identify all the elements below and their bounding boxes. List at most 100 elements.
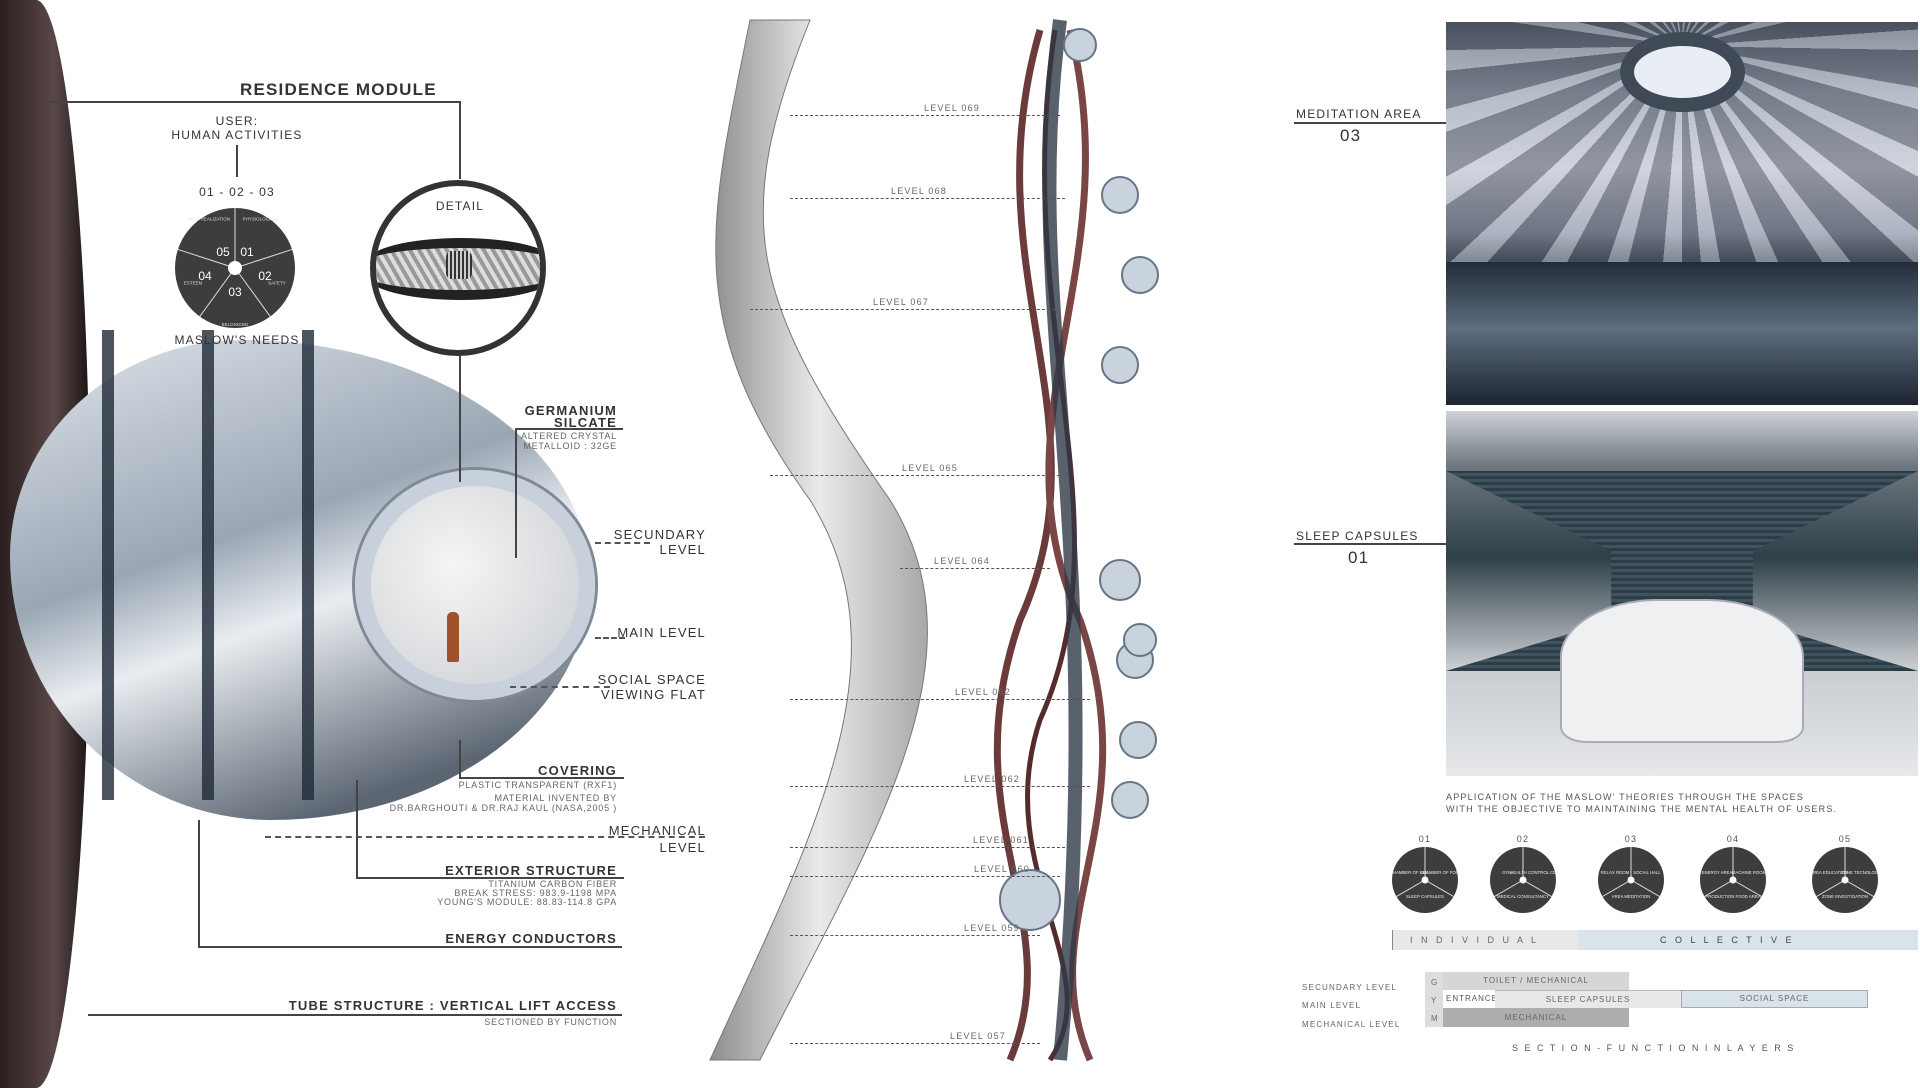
layer-key <box>1425 972 1443 1027</box>
pie-center <box>1421 876 1429 884</box>
level-label: LEVEL 069 <box>924 103 981 113</box>
sleep-capsules-image <box>1446 411 1918 776</box>
level-line <box>790 786 1090 787</box>
layer-social-space: SOCIAL SPACE <box>1681 990 1868 1008</box>
space-label: AREA MEDITATION <box>1612 894 1651 899</box>
connector-line <box>515 428 623 430</box>
level-label: LEVEL 064 <box>934 556 991 566</box>
layer-label-mechanical: MECHANICAL LEVEL <box>1302 1020 1401 1029</box>
space-label: GYM <box>1502 870 1512 875</box>
need-label: SELF REALIZATION <box>188 216 230 221</box>
collective-band <box>1578 930 1918 950</box>
covering-sub: DR.BARGHOUTI & DR.RAJ KAUL (NASA,2005 ) <box>389 803 617 813</box>
germanium-sub: ALTERED CRYSTAL <box>520 431 617 441</box>
person-figure <box>447 612 459 662</box>
mechanical-level-label: MECHANICAL <box>608 823 706 838</box>
space-label: HEALTH CONTROL CENTER <box>1510 870 1557 875</box>
group-number: 01 <box>1418 834 1432 844</box>
level-label: LEVEL 059 <box>964 923 1021 933</box>
dashed-line <box>595 542 650 544</box>
group-number: 04 <box>1726 834 1740 844</box>
layer-toilet: TOILET / MECHANICAL <box>1443 972 1629 990</box>
pie-slice-divider <box>1732 879 1762 897</box>
layer-entrance: ENTRANCE <box>1443 990 1497 1008</box>
layer-label-secondary: SECUNDARY LEVEL <box>1302 983 1398 992</box>
application-text: APPLICATION OF THE MASLOW' THEORIES THRO… <box>1446 792 1805 802</box>
exterior-structure-label: EXTERIOR STRUCTURE <box>445 863 617 878</box>
pie-center <box>1519 876 1527 884</box>
level-line <box>790 847 1070 848</box>
twisted-ribbon <box>709 19 928 1061</box>
individual-label: I N D I V I D U A L <box>1410 935 1540 945</box>
user-label: USER: <box>215 114 259 128</box>
detail-circle <box>370 180 546 356</box>
oculus <box>1620 32 1745 112</box>
connector-line <box>356 877 624 879</box>
level-line <box>790 699 1090 700</box>
pie-slice-divider <box>1396 879 1426 897</box>
need-number: 03 <box>228 285 242 299</box>
key-m: M <box>1431 1014 1439 1023</box>
level-label: LEVEL 060 <box>974 864 1031 874</box>
germanium-sub: METALLOID : 32GE <box>523 441 617 451</box>
space-label: CHAMBER OF FOOD <box>1420 870 1459 875</box>
connector-line <box>88 1014 622 1016</box>
level-label: LEVEL 065 <box>902 463 959 473</box>
connector-line <box>198 946 622 948</box>
pie-slice-divider <box>1630 879 1660 897</box>
space-label: MEDICAL CONSULTANCY <box>1497 894 1549 899</box>
mechanical-level-label-2: LEVEL <box>659 840 706 855</box>
connector-line <box>459 356 461 482</box>
level-label: LEVEL 062 <box>955 687 1012 697</box>
space-label: ZONE INVESTIGATION <box>1822 894 1868 899</box>
need-number: 02 <box>258 269 272 283</box>
covering-sub: PLASTIC TRANSPARENT (RXF1) <box>458 780 617 790</box>
maslow-title: MASLOW'S NEEDS <box>174 333 300 347</box>
exterior-sub: YOUNG'S MODULE: 88.83-114.8 GPA <box>437 897 617 907</box>
space-label: RELAX ROOM <box>1601 870 1630 875</box>
pie-center <box>228 261 242 275</box>
maslow-pie-chart: 01PHYSIOLOGICAL02SAFETY03BELONGING04ESTE… <box>175 208 295 328</box>
pie-slice-divider <box>1844 879 1874 897</box>
need-number: 05 <box>216 245 230 259</box>
space-label: SLEEP CAPSULES <box>1406 894 1444 899</box>
pie-slice-divider <box>1704 879 1734 897</box>
pie-slice-divider <box>234 267 271 317</box>
connector-line <box>1294 543 1446 545</box>
level-line <box>790 876 1060 877</box>
pie-center <box>1627 876 1635 884</box>
level-label: LEVEL 061 <box>973 835 1030 845</box>
layer-label-main: MAIN LEVEL <box>1302 1001 1362 1010</box>
level-line <box>790 1043 1040 1044</box>
pie-center <box>1729 876 1737 884</box>
residence-title: RESIDENCE MODULE <box>240 80 437 99</box>
level-line <box>790 115 1060 116</box>
covering-label: COVERING <box>538 763 617 778</box>
level-label: LEVEL 067 <box>873 297 930 307</box>
tower-spine <box>1042 19 1083 1061</box>
space-label: AREA EDUCATION <box>1811 870 1848 875</box>
collective-label: C O L L E C T I V E <box>1660 935 1795 945</box>
pie-slice-divider <box>1494 879 1524 897</box>
level-line <box>790 935 1040 936</box>
meditation-number: 03 <box>1340 126 1362 145</box>
meditation-title: MEDITATION AREA <box>1296 107 1422 121</box>
sequence-label: 01 - 02 - 03 <box>199 185 275 199</box>
connector-line <box>236 145 238 177</box>
need-label: BELONGING <box>222 322 249 327</box>
space-label: ZONE TECNOLOGY <box>1841 870 1879 875</box>
group-number: 03 <box>1624 834 1638 844</box>
pie-slice-divider <box>1522 879 1552 897</box>
tube-structure-sub: SECTIONED BY FUNCTION <box>484 1017 617 1027</box>
space-label: PRODUCTION FOOD AREA <box>1705 894 1760 899</box>
dashed-line <box>265 836 705 838</box>
need-number: 01 <box>240 245 254 259</box>
connector-line <box>515 428 517 558</box>
viewing-window <box>355 470 595 700</box>
space-label: MACHINE ROOM <box>1732 870 1767 875</box>
connector-line <box>459 740 461 778</box>
